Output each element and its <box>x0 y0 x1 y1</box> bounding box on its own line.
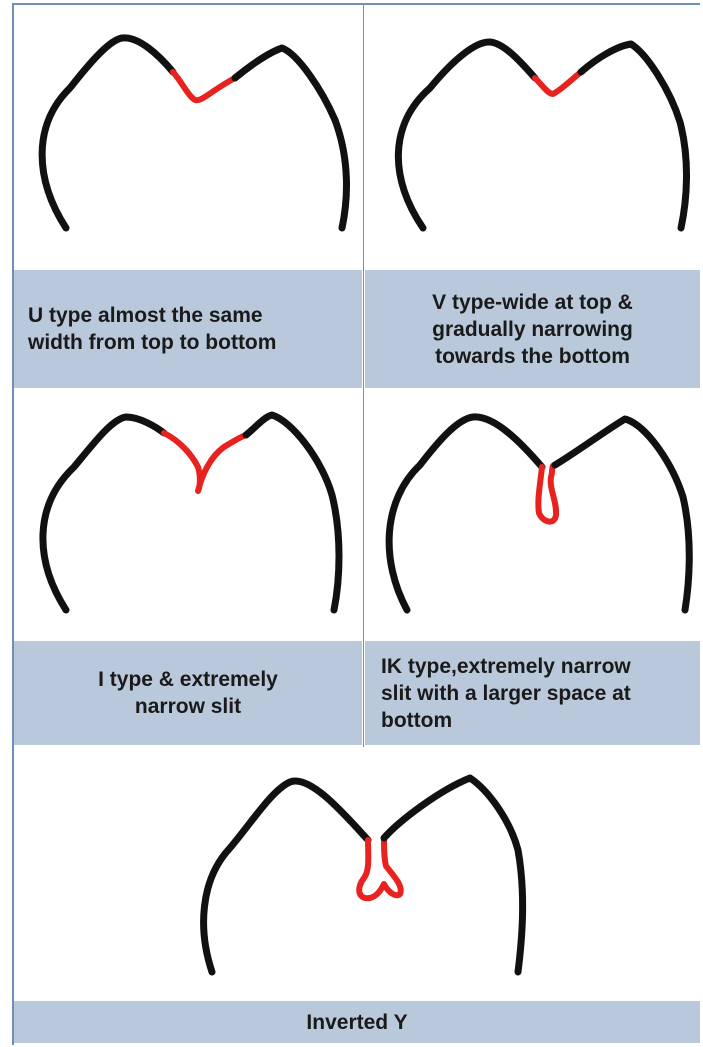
u-type-caption: U type almost the same width from top to… <box>14 270 362 388</box>
ik-type-caption: IK type,extremely narrow slit with a lar… <box>365 641 700 745</box>
v-type-diagram <box>385 30 700 240</box>
u-type-label: U type almost the same width from top to… <box>28 302 276 356</box>
inverted-y-diagram <box>200 760 540 990</box>
inverted-y-label: Inverted Y <box>306 1009 407 1036</box>
v-type-caption: V type-wide at top & gradually narrowing… <box>365 270 700 388</box>
v-type-label: V type-wide at top & gradually narrowing… <box>432 289 633 370</box>
ik-type-diagram <box>385 405 700 615</box>
u-type-diagram <box>30 30 360 240</box>
ik-type-label: IK type,extremely narrow slit with a lar… <box>381 653 631 734</box>
column-divider <box>363 3 364 747</box>
inverted-y-caption: Inverted Y <box>14 1001 700 1043</box>
i-type-label: I type & extremely narrow slit <box>98 666 278 720</box>
i-type-diagram <box>30 405 360 615</box>
i-type-caption: I type & extremely narrow slit <box>14 641 362 745</box>
